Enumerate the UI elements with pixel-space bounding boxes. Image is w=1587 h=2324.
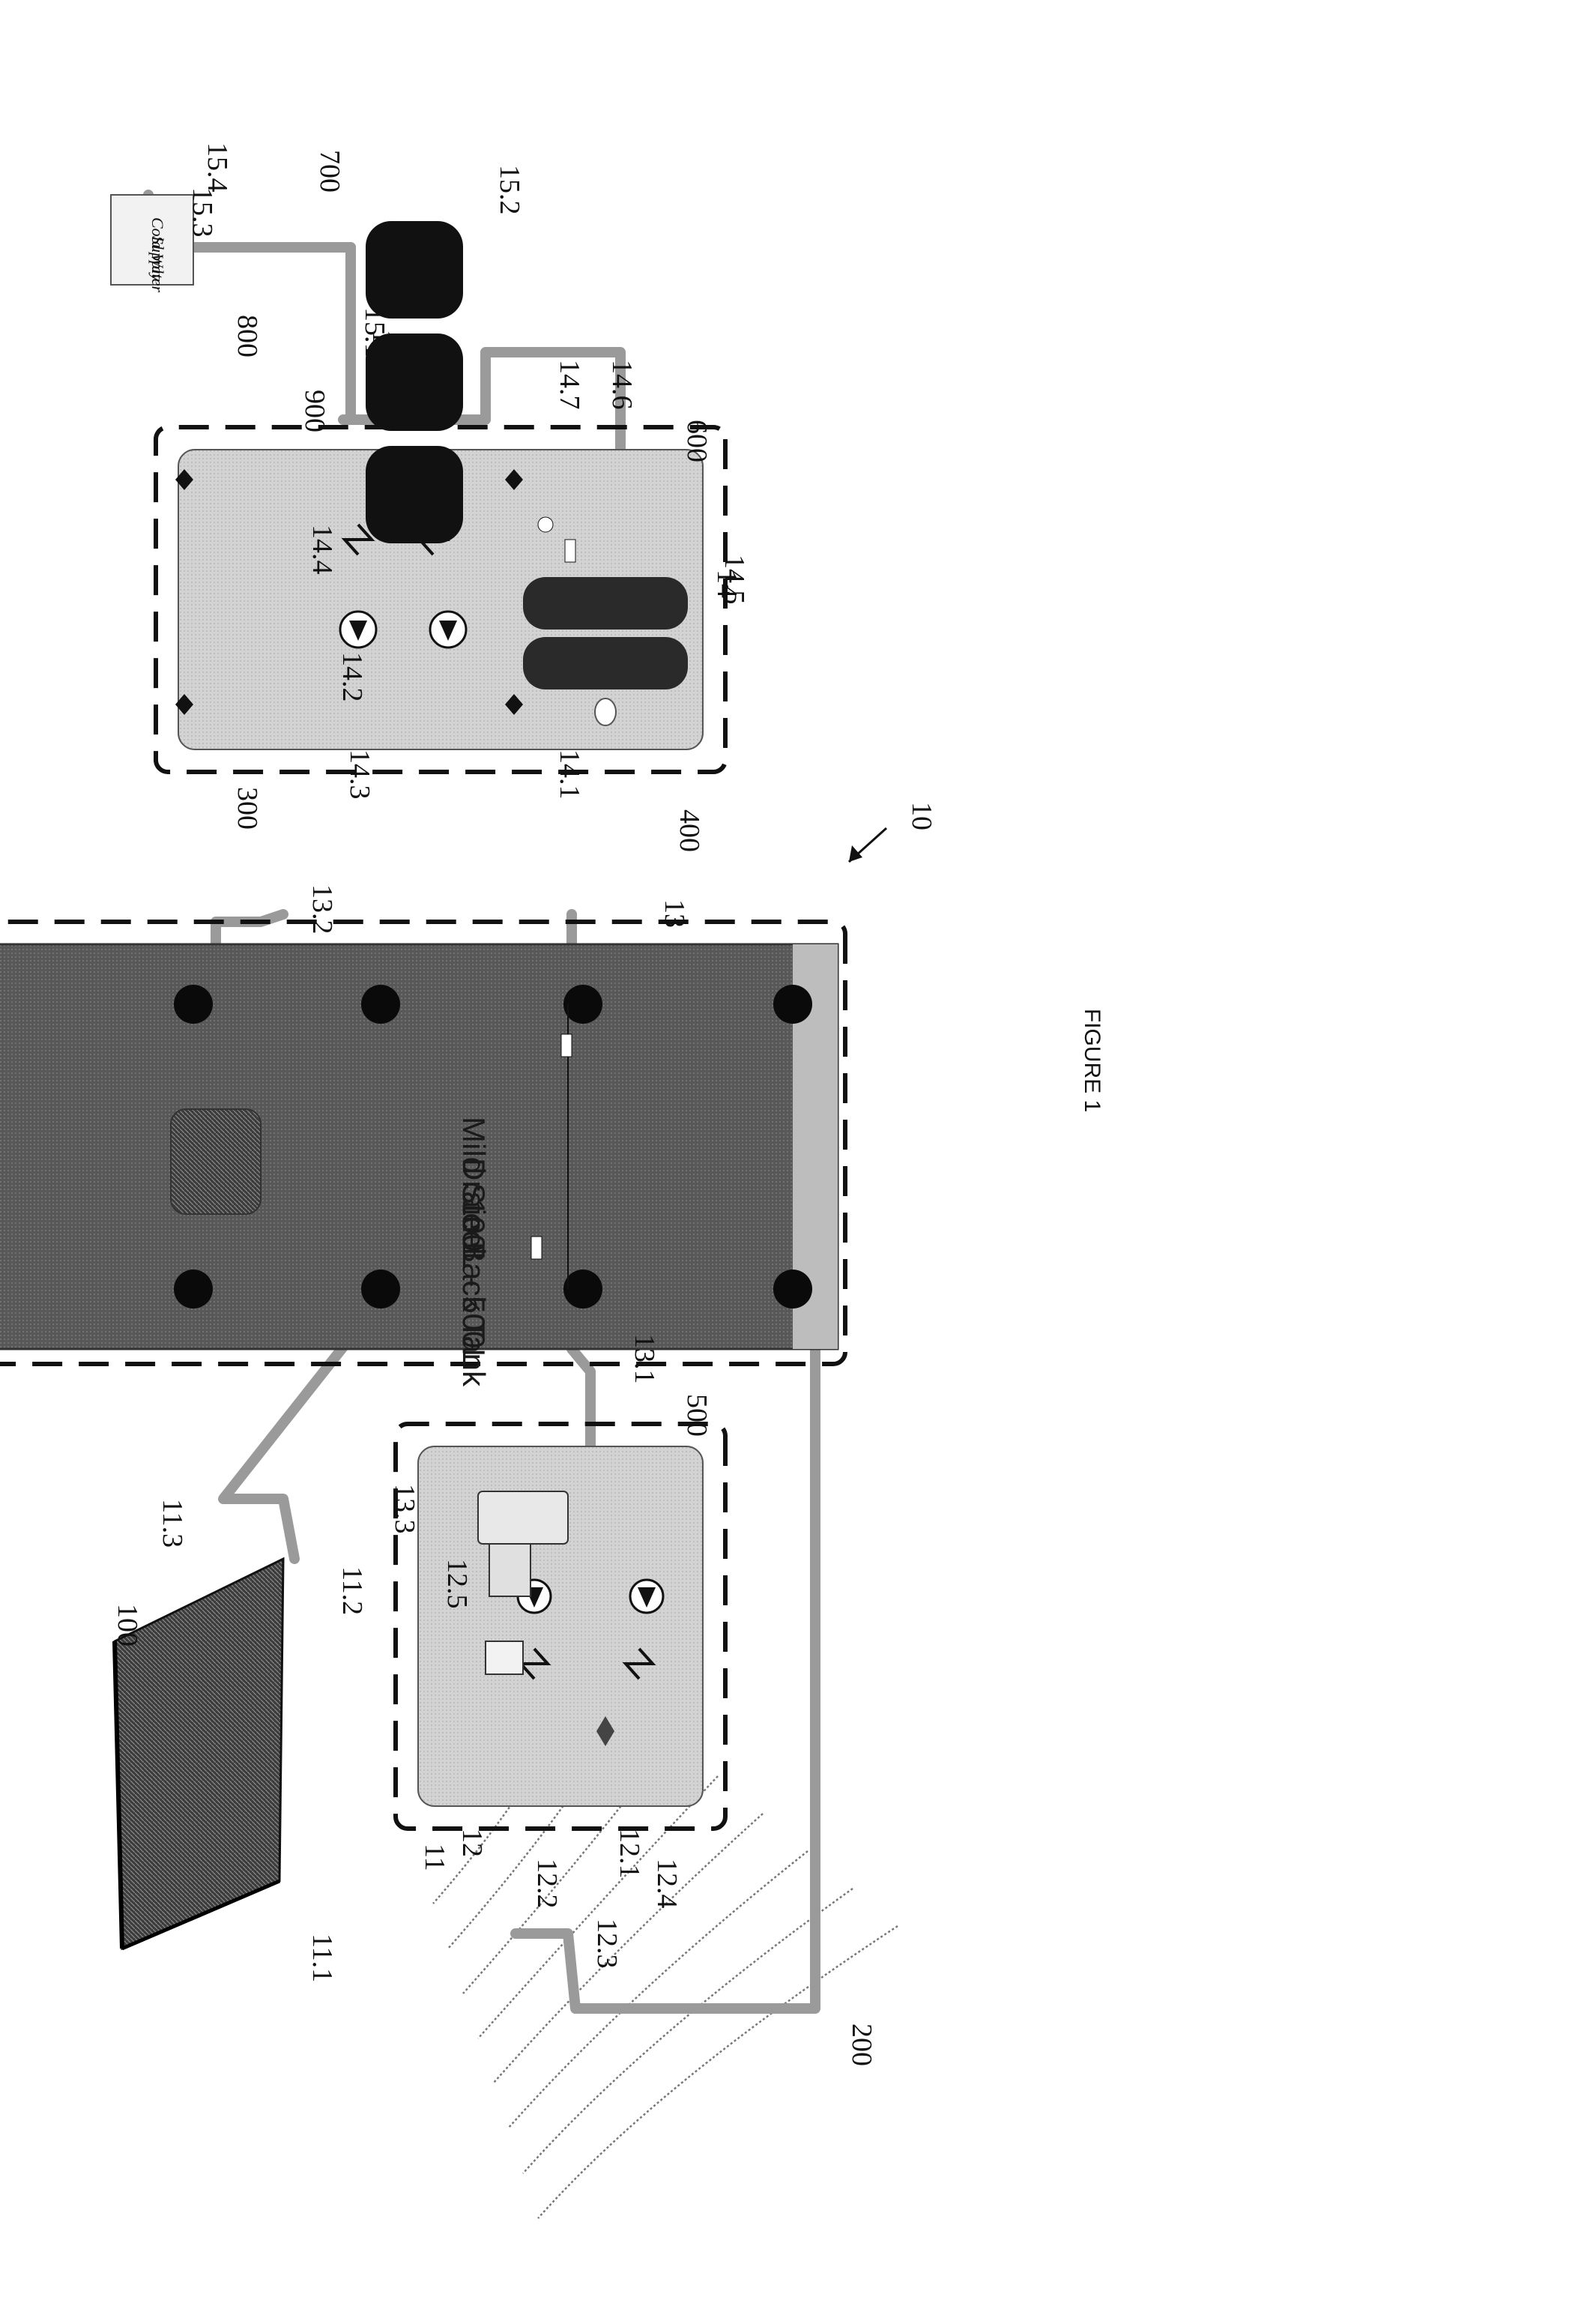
- controller-icon: [478, 1491, 568, 1544]
- label-12-3: 12.3: [591, 1919, 623, 1969]
- label-200: 200: [846, 2023, 877, 2066]
- label-100: 100: [112, 1604, 143, 1647]
- sensor-14-6-icon: [565, 540, 575, 562]
- label-15-4: 15.4: [202, 142, 233, 193]
- label-15-3: 15.3: [187, 187, 218, 238]
- showers: [366, 221, 463, 543]
- heat-exchanger-coil-icon: [171, 1109, 261, 1214]
- system-reference: 10: [849, 802, 937, 862]
- system-label: 10: [906, 802, 937, 830]
- label-15-2: 15.2: [494, 165, 525, 215]
- label-600: 600: [681, 420, 713, 462]
- figure-title: FIGURE 1: [1080, 1009, 1104, 1112]
- label-12-2: 12.2: [531, 1859, 563, 1909]
- label-14-4: 14.4: [306, 525, 338, 575]
- label-12: 12: [456, 1829, 488, 1857]
- label-11: 11: [419, 1844, 450, 1871]
- label-11-1: 11.1: [306, 1934, 338, 1982]
- label-14-1: 14.1: [554, 749, 585, 800]
- shower-icon: [366, 446, 463, 543]
- cold-water-supply: Cold Water Supply: [111, 195, 193, 292]
- sensor-box-icon: [486, 1641, 523, 1674]
- label-13: 13: [659, 899, 690, 928]
- label-14-2: 14.2: [336, 652, 368, 702]
- label-300: 300: [232, 787, 263, 830]
- label-14-3: 14.3: [344, 749, 375, 800]
- label-900: 900: [299, 390, 330, 432]
- label-13-3: 13.3: [389, 1484, 420, 1534]
- label-400: 400: [674, 809, 705, 852]
- label-12-4: 12.4: [651, 1859, 683, 1909]
- sensor-13-2-icon: [561, 1034, 572, 1057]
- shower-icon: [366, 221, 463, 319]
- sensor-13-1-icon: [531, 1237, 542, 1259]
- tank-text-line-3: 100L - 500L: [456, 1199, 492, 1366]
- plate-heat-exchanger-icon: [523, 577, 688, 630]
- label-14-7: 14.7: [554, 360, 585, 410]
- label-12-5: 12.5: [441, 1559, 473, 1609]
- label-14-6: 14.6: [606, 360, 638, 410]
- label-14-5: 14.5: [719, 555, 750, 605]
- drain-back-tank: Mild Steel Drain Back Tank 100L - 500L: [0, 922, 845, 1387]
- label-500: 500: [681, 1394, 713, 1437]
- label-11-3: 11.3: [157, 1499, 188, 1548]
- tank-body: [0, 944, 838, 1349]
- label-800: 800: [232, 315, 263, 357]
- pump-station: [396, 1424, 725, 1829]
- label-700: 700: [314, 150, 345, 193]
- label-13-2: 13.2: [306, 884, 338, 935]
- label-11-2: 11.2: [336, 1566, 368, 1615]
- system-arrow-icon: [849, 845, 862, 862]
- label-12-1: 12.1: [614, 1829, 645, 1879]
- label-15-1: 15.1: [359, 307, 390, 357]
- flow-sensor-icon: [595, 698, 616, 725]
- label-13-1: 13.1: [629, 1334, 660, 1384]
- cold-water-supply-line-2: Supply: [148, 236, 167, 281]
- sensor-14-7-icon: [538, 517, 553, 532]
